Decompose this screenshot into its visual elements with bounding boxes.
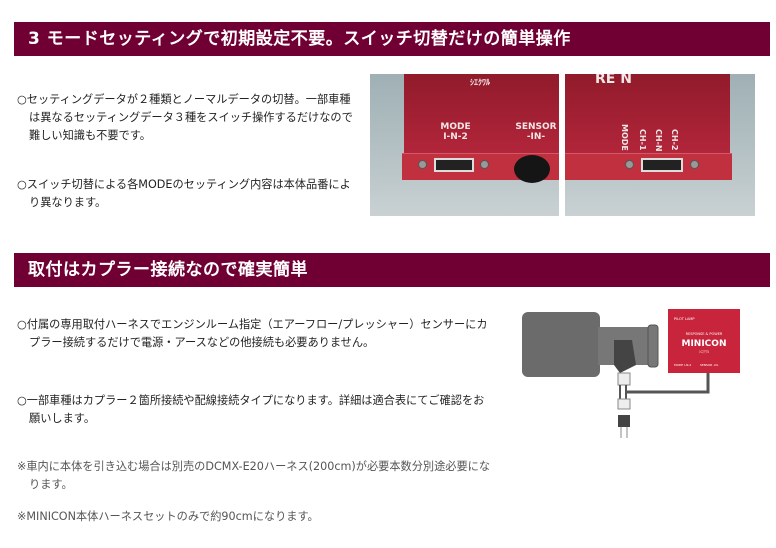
product-photo-channel-switch: RE N MODE CH-1 CH-N CH-2 [565,74,755,216]
mode-label: MODE I-N-2 [674,363,691,367]
paragraph-setting-data: ○セッティングデータが２種類とノーマルデータの切替。一部車種 は異なるセッティン… [17,91,353,145]
brand-logo: ｼｴｸﾜﾙ [470,78,490,87]
mode-label: MODE [620,124,629,151]
section-header-3mode: 3 モードセッティングで初期設定不要。スイッチ切替だけの簡単操作 [14,22,770,56]
note-harness-extension: ※車内に本体を引き込む場合は別売のDCMX-E20ハーネス(200cm)が必要本… [17,458,490,494]
subtitle-label: RESPONSE & POWER [686,332,723,336]
text-line: ○一部車種はカプラー２箇所接続や配線接続タイプになります。詳細は適合表にてご確認… [17,394,485,407]
paragraph-coupler: ○一部車種はカプラー２箇所接続や配線接続タイプになります。詳細は適合表にてご確認… [17,392,484,428]
sensor-label: SENSOR -IN- [700,363,719,367]
text-line: プラー接続するだけで電源・アースなどの他接続も必要ありません。 [29,336,375,349]
text-line: ります。 [29,478,73,491]
position-label: CH-2 [670,129,679,151]
text-line: 願いします。 [29,412,96,425]
installation-diagram: PILOT LAMP RESPONSE & POWER MINICON ｼｴｸﾜ… [522,309,740,438]
text-line: ※MINICON本体ハーネスセットのみで約90cmになります。 [17,510,319,523]
pilot-lamp-label: PILOT LAMP [674,317,695,321]
text-line: ※車内に本体を引き込む場合は別売のDCMX-E20ハーネス(200cm)が必要本… [17,460,491,473]
note-harness-length: ※MINICON本体ハーネスセットのみで約90cmになります。 [17,508,319,526]
paragraph-harness: ○付属の専用取付ハーネスでエンジンルーム指定（エアーフロー/プレッシャー）センサ… [17,316,488,352]
text-line: 難しい知識も不要です。 [29,129,151,142]
text-line: ○セッティングデータが２種類とノーマルデータの切替。一部車種 [17,93,351,106]
product-logo-partial: RE N [595,74,632,87]
text-line: り異なります。 [29,196,107,209]
position-label: CH-1 [638,129,647,151]
position-label: CH-N [654,129,663,152]
text-line: ○スイッチ切替による各MODEのセッティング内容は本体品番によ [17,178,351,191]
brand-label: ｼｴｸﾜﾙ [699,348,709,354]
text-line: ○付属の専用取付ハーネスでエンジンルーム指定（エアーフロー/プレッシャー）センサ… [17,318,488,331]
sensor-label: SENSOR-IN- [515,122,557,142]
text-line: は異なるセッティングデータ３種をスイッチ操作するだけなので [29,111,353,124]
section-header-install: 取付はカプラー接続なので確実簡単 [14,253,770,287]
product-name: MINICON [682,339,727,349]
paragraph-mode-note: ○スイッチ切替による各MODEのセッティング内容は本体品番によ り異なります。 [17,176,351,212]
